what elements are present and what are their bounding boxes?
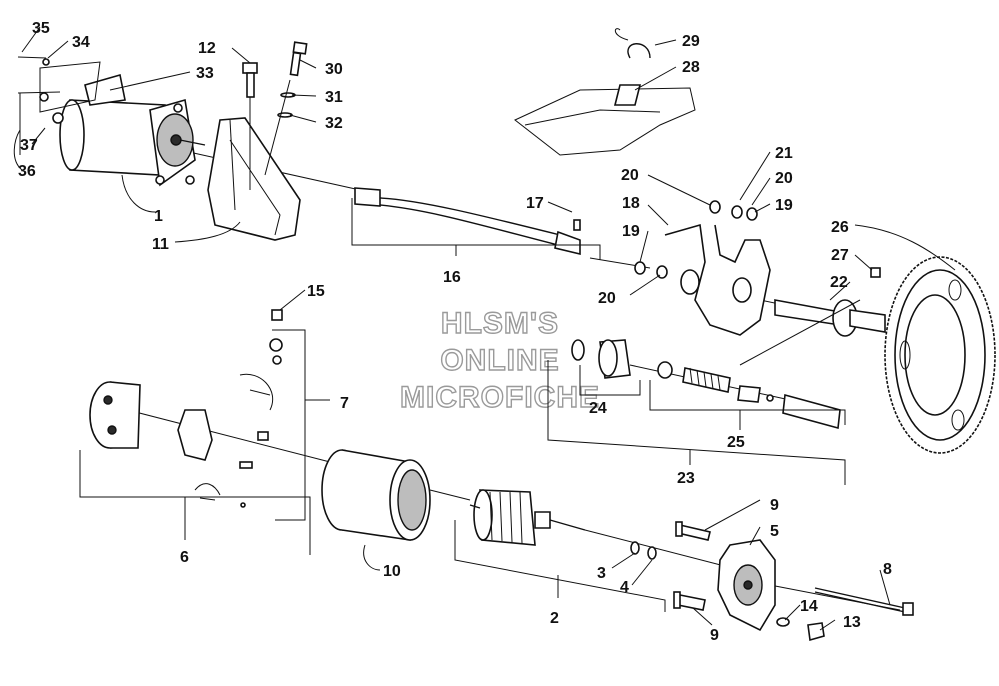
callout-14: 14 xyxy=(800,598,818,615)
spring-assembly[interactable] xyxy=(657,361,841,430)
callout-37: 37 xyxy=(20,137,38,154)
callout-20c: 20 xyxy=(598,290,616,307)
drive-shaft[interactable] xyxy=(774,299,886,337)
watermark-line-2: ONLINE xyxy=(440,344,559,377)
callout-1: 1 xyxy=(154,208,163,225)
long-bolt[interactable] xyxy=(814,587,914,616)
washers-upper[interactable] xyxy=(634,200,758,279)
callout-18: 18 xyxy=(622,195,640,212)
callout-7: 7 xyxy=(340,395,349,412)
callout-13: 13 xyxy=(843,614,861,631)
callout-5: 5 xyxy=(770,523,779,540)
support-bracket[interactable] xyxy=(664,223,771,336)
callout-9b: 9 xyxy=(710,627,719,644)
bolt-30-set[interactable] xyxy=(264,41,308,176)
callout-33: 33 xyxy=(196,65,214,82)
callout-28: 28 xyxy=(682,59,700,76)
callout-25: 25 xyxy=(727,434,745,451)
callout-4: 4 xyxy=(620,579,629,596)
front-cover[interactable] xyxy=(717,539,776,632)
callout-34: 34 xyxy=(72,34,90,51)
terminal-nut-17[interactable] xyxy=(573,219,581,231)
starter-motor[interactable] xyxy=(59,73,206,187)
watermark: HLSM'S ONLINE MICROFICHE xyxy=(399,306,600,414)
callout-10: 10 xyxy=(383,563,401,580)
callout-8: 8 xyxy=(883,561,892,578)
armature[interactable] xyxy=(469,489,586,546)
leader-lines xyxy=(13,26,956,631)
watermark-line-1: HLSM'S xyxy=(441,307,559,340)
callout-17: 17 xyxy=(526,195,544,212)
callout-22: 22 xyxy=(830,274,848,291)
callout-12: 12 xyxy=(198,40,216,57)
ring-gear[interactable] xyxy=(884,256,996,454)
callout-36: 36 xyxy=(18,163,36,180)
callout-19a: 19 xyxy=(622,223,640,240)
callout-6: 6 xyxy=(180,549,189,566)
starter-bracket[interactable] xyxy=(207,117,301,241)
mounting-tray[interactable] xyxy=(514,43,696,156)
nut-15[interactable] xyxy=(271,309,283,321)
callout-15: 15 xyxy=(307,283,325,300)
callout-2: 2 xyxy=(550,610,559,627)
field-housing[interactable] xyxy=(321,449,431,541)
callout-16: 16 xyxy=(443,269,461,286)
screw-27[interactable] xyxy=(870,267,881,278)
brush-holder[interactable] xyxy=(177,338,283,508)
callout-26: 26 xyxy=(831,219,849,236)
callout-23: 23 xyxy=(677,470,695,487)
washers-lower[interactable] xyxy=(630,541,657,560)
starter-cable[interactable] xyxy=(354,187,581,256)
bolts-9[interactable] xyxy=(673,521,711,611)
callout-9a: 9 xyxy=(770,497,779,514)
watermark-line-3: MICROFICHE xyxy=(400,381,600,414)
callout-32: 32 xyxy=(325,115,343,132)
callout-19b: 19 xyxy=(775,197,793,214)
callout-27: 27 xyxy=(831,247,849,264)
bolt-12[interactable] xyxy=(242,62,258,190)
callout-29: 29 xyxy=(682,33,700,50)
callout-20a: 20 xyxy=(621,167,639,184)
callout-3: 3 xyxy=(597,565,606,582)
end-cap[interactable] xyxy=(89,381,141,449)
callout-labels: 1 2 3 4 5 6 7 8 9 9 10 11 12 13 14 15 16… xyxy=(18,20,892,644)
callout-35: 35 xyxy=(32,20,50,37)
callout-30: 30 xyxy=(325,61,343,78)
callout-20b: 20 xyxy=(775,170,793,187)
drive-clutch[interactable] xyxy=(571,339,631,379)
callout-31: 31 xyxy=(325,89,343,106)
callout-24: 24 xyxy=(589,400,607,417)
washer-14[interactable] xyxy=(776,617,790,627)
callout-21: 21 xyxy=(775,145,793,162)
nut-13[interactable] xyxy=(807,622,825,642)
terminal-hardware[interactable] xyxy=(17,56,101,155)
callout-11: 11 xyxy=(152,236,169,253)
